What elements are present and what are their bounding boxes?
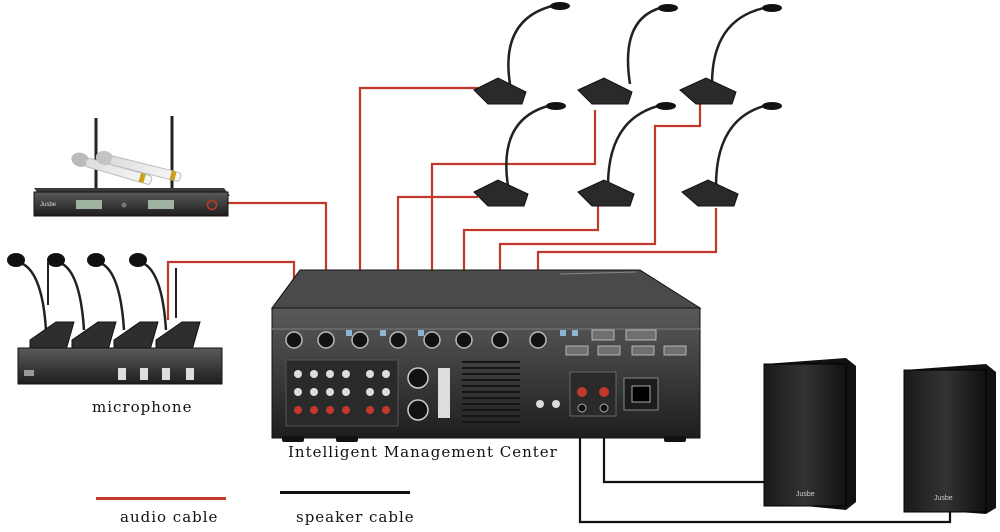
conference-mic-3 [679,4,782,105]
management-center-caption: Intelligent Management Center [288,443,558,461]
rca-jacks [285,359,399,427]
vent-grille [462,361,520,423]
legend-speaker-label: speaker cable [296,508,415,526]
unit-top [271,269,702,309]
svg-text:Jusbe: Jusbe [796,491,815,498]
legend-audio-label: audio cable [120,508,219,526]
legend-speaker-swatch [280,491,410,494]
handheld-mic-1 [71,152,153,185]
speaker-cables [578,418,952,524]
handheld-mic-2 [95,150,182,182]
audio-cable-gooseneck-3 [430,110,597,330]
conference-mic-1 [473,2,570,105]
desk-mic-set [7,253,223,385]
power-socket [623,377,659,411]
svg-text:Jusbe: Jusbe [934,495,953,502]
audio-cable-gooseneck-1 [358,86,478,330]
legend-audio-swatch [96,497,226,500]
speaker-terminals [569,371,617,417]
xlr-jacks [285,331,547,349]
receiver-display-b [148,200,174,209]
conference-mic-5 [577,102,676,207]
wireless-receiver: Jusbe [33,116,230,217]
speaker-right: Jusbe [903,364,996,514]
conference-mics [473,2,782,207]
receiver-brand: Jusbe [40,202,57,208]
receiver-body [33,191,229,217]
speaker-left: Jusbe [763,358,856,510]
management-center-unit [271,269,702,442]
microphone-caption: microphone [92,398,193,416]
conference-mic-2 [577,4,678,105]
speaker-cable-left [602,418,764,484]
receiver-display-a [76,200,102,209]
conference-mic-4 [473,102,566,207]
audio-cable-gooseneck-5 [498,104,702,330]
conference-mic-6 [681,102,782,207]
speaker-cable-right [578,418,952,524]
